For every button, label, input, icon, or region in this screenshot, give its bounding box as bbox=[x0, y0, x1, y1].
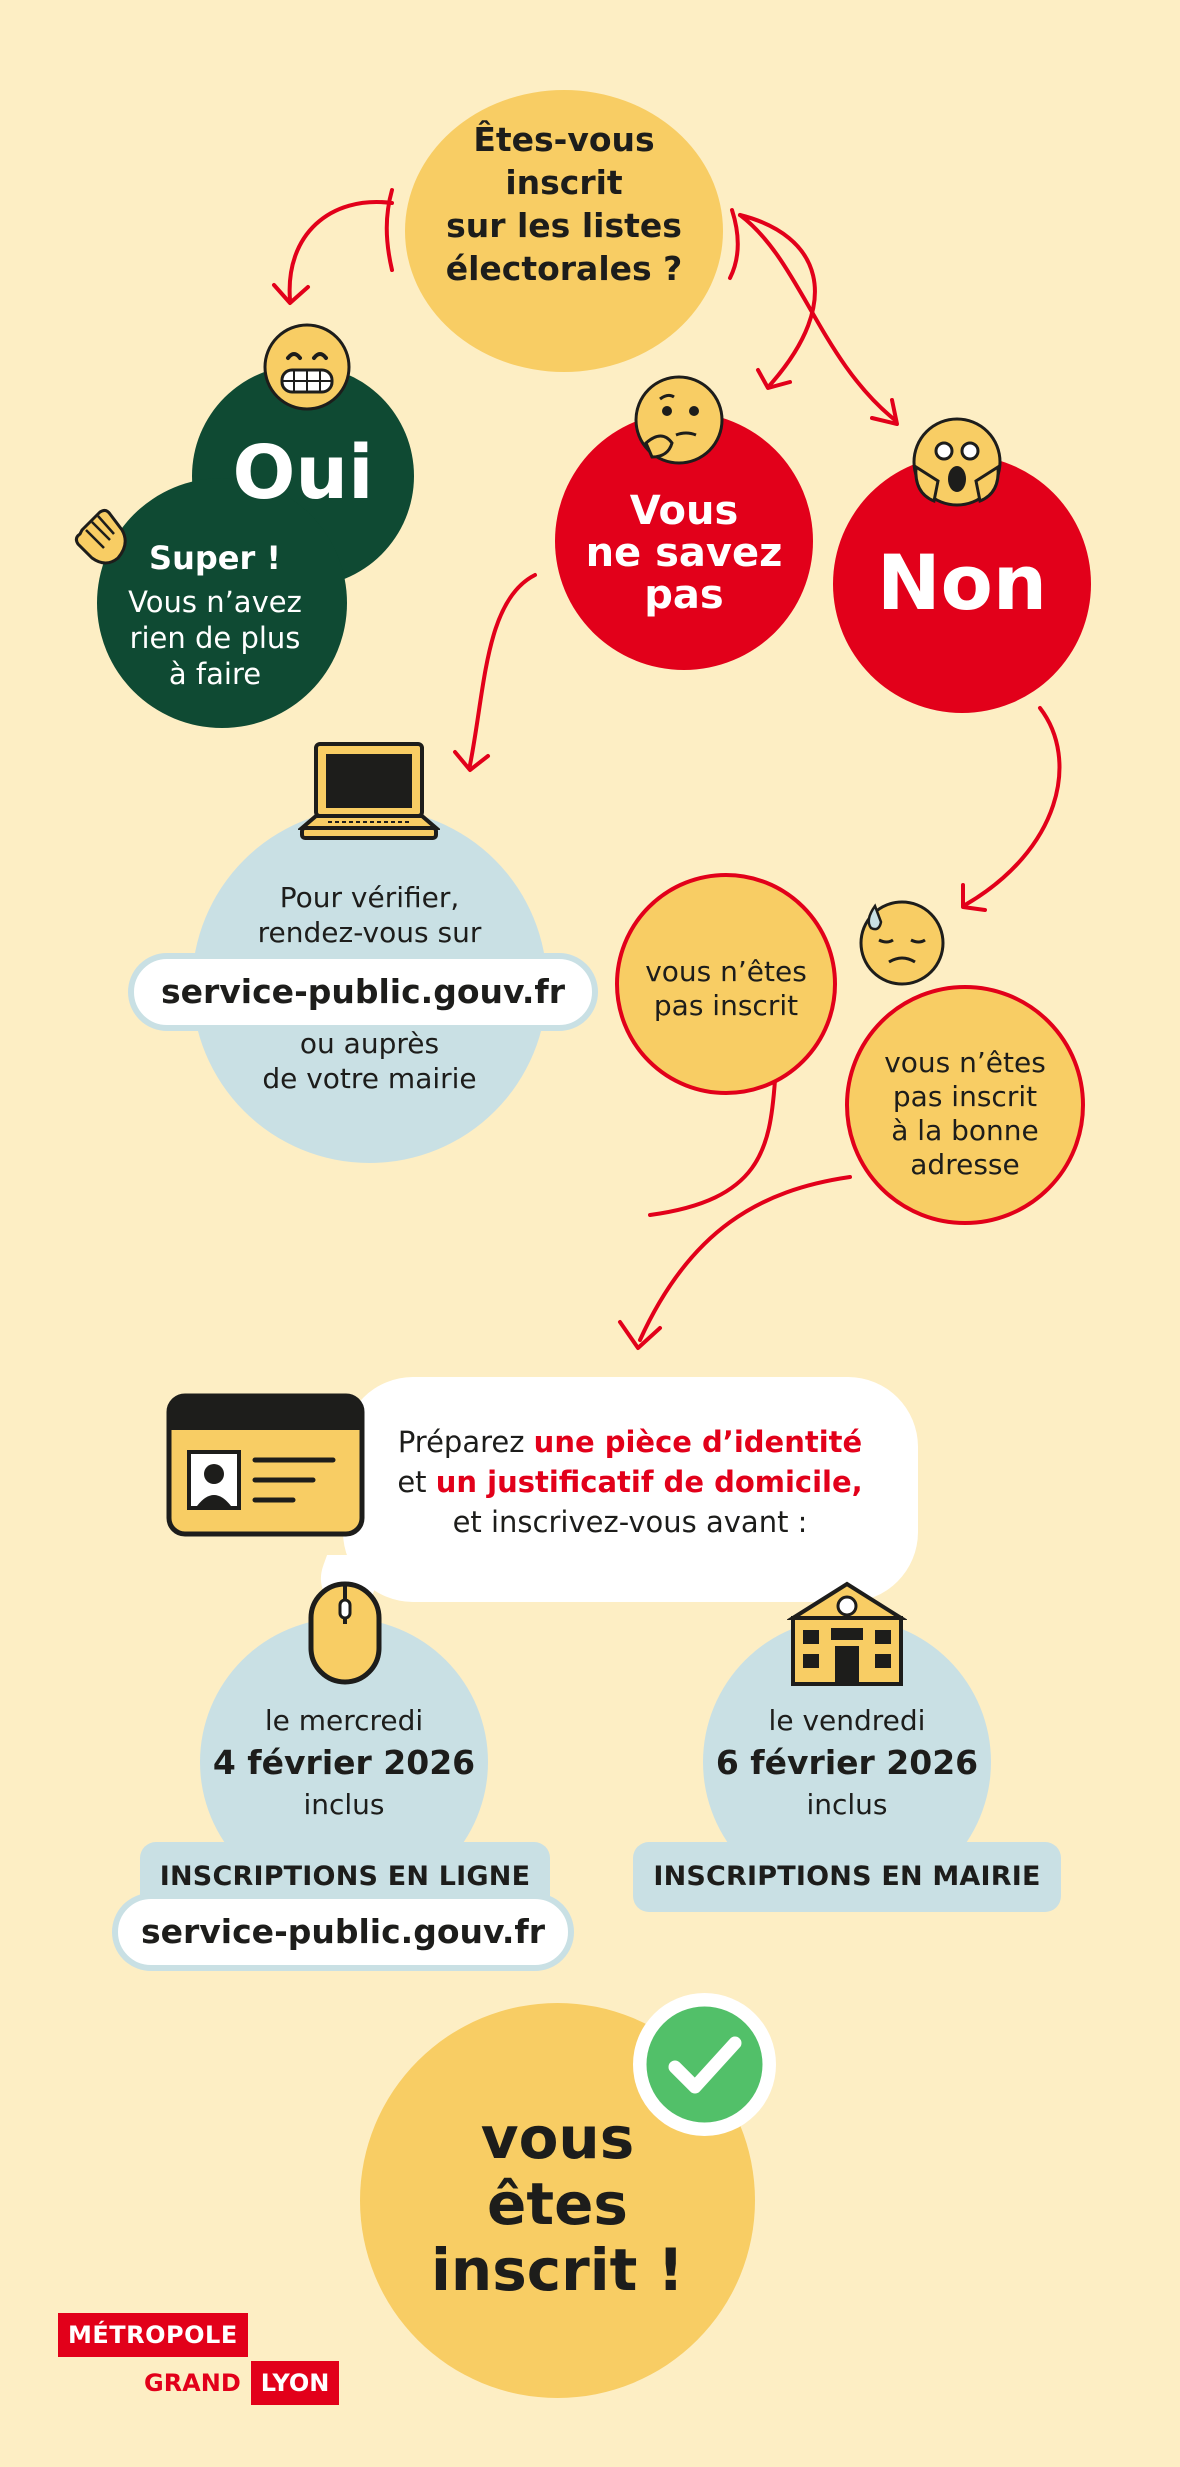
arrow-to-non bbox=[738, 213, 897, 422]
check-mark-badge-icon bbox=[646, 2006, 763, 2123]
online-date-text: le mercredi 4 février 2026 inclus bbox=[212, 1704, 476, 1821]
wrong-address-text: vous n’êtes pas inscrit à la bonne adres… bbox=[884, 1046, 1046, 1181]
thinking-face-icon bbox=[634, 375, 724, 465]
not-registered-text: vous n’êtes pas inscrit bbox=[645, 955, 807, 1022]
arrow-merge-left bbox=[648, 1078, 777, 1217]
screaming-face-icon bbox=[912, 417, 1002, 507]
clapping-hands-icon bbox=[74, 508, 127, 565]
not-registered-circle bbox=[615, 873, 837, 1095]
school-building-icon bbox=[787, 1581, 907, 1686]
question-text: Êtes-vous inscrit sur les listes élector… bbox=[445, 120, 683, 288]
oui-text: Super ! Vous n’avez rien de plus à faire bbox=[128, 539, 302, 691]
mairie-band: INSCRIPTIONS EN MAIRIE bbox=[633, 1842, 1061, 1912]
verify-text-bottom: ou auprès de votre mairie bbox=[262, 1027, 477, 1095]
downcast-sweat-face-icon bbox=[859, 900, 945, 986]
computer-mouse-icon bbox=[308, 1581, 382, 1685]
mairie-date-text: le vendredi 6 février 2026 inclus bbox=[715, 1704, 979, 1821]
prepare-bubble bbox=[343, 1377, 918, 1602]
arrow-to-oui bbox=[287, 200, 394, 302]
verify-url-link[interactable]: service-public.gouv.fr bbox=[128, 953, 598, 1031]
oui-circle-bottom bbox=[97, 478, 347, 728]
verify-text-top: Pour vérifier, rendez-vous sur bbox=[257, 881, 482, 949]
online-url-link[interactable]: service-public.gouv.fr bbox=[112, 1893, 574, 1971]
wrong-address-circle bbox=[845, 985, 1085, 1225]
final-text: vous êtes inscrit ! bbox=[431, 2104, 684, 2304]
id-card-icon bbox=[166, 1393, 365, 1537]
oui-title: Oui bbox=[232, 430, 374, 516]
prepare-text: Préparez une pièce d’identité et un just… bbox=[397, 1425, 863, 1539]
non-title: Non bbox=[877, 538, 1047, 627]
arrow-to-nsp bbox=[738, 213, 817, 387]
laptop-icon bbox=[298, 742, 440, 840]
arrow-nsp-to-verify bbox=[468, 573, 537, 767]
question-circle bbox=[405, 90, 723, 372]
grinning-face-icon bbox=[263, 323, 351, 411]
arrow-non-down bbox=[963, 706, 1062, 907]
arrow-merge-right bbox=[638, 1175, 852, 1342]
nsp-text: Vous ne savez pas bbox=[585, 488, 783, 618]
